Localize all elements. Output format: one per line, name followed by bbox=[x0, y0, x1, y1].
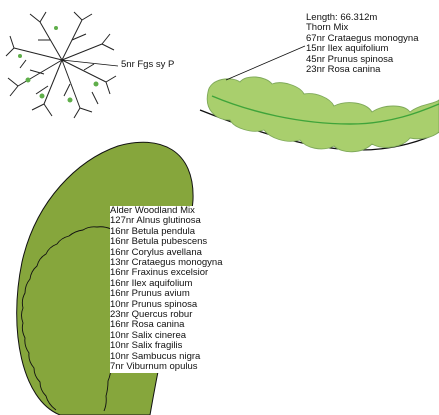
alder-woodland-label: Alder Woodland Mix 127nr Alnus glutinosa… bbox=[110, 205, 225, 373]
hedge-species-line: 23nr Rosa canina bbox=[306, 64, 381, 76]
tree-label: 5nr Fgs sy P bbox=[121, 59, 175, 70]
woodland-species-line: 10nr Prunus spinosa bbox=[110, 298, 198, 310]
woodland-species-line: 16nr Fraxinus excelsior bbox=[110, 267, 209, 279]
woodland-species-line: 127nr Alnus glutinosa bbox=[110, 215, 201, 227]
tree-symbol bbox=[5, 11, 117, 119]
woodland-species-line: 16nr Rosa canina bbox=[110, 319, 185, 331]
hedge-centerline bbox=[211, 95, 439, 125]
woodland-species-line: 10nr Salix cinerea bbox=[110, 329, 187, 341]
woodland-species-line: 16nr Corylus avellana bbox=[110, 246, 202, 258]
thorn-hedge-label: Length: 66.312m Thorn Mix 67nr Crataegus… bbox=[306, 12, 419, 76]
tree-foliage-marks bbox=[18, 26, 99, 103]
hedge-mix-name: Thorn Mix bbox=[306, 22, 349, 34]
woodland-species-line: 23nr Quercus robur bbox=[110, 309, 193, 321]
woodland-species-line: 10nr Sambucus nigra bbox=[110, 350, 201, 362]
woodland-species-line: 16nr Betula pendula bbox=[110, 225, 196, 237]
hedge-canopy bbox=[206, 76, 439, 153]
tree-label-text: 5nr Fgs sy P bbox=[121, 59, 175, 70]
woodland-species-line: 16nr Betula pubescens bbox=[110, 236, 208, 248]
woodland-species-line: 13nr Crataegus monogyna bbox=[110, 257, 223, 269]
hedge-leader-line bbox=[225, 45, 306, 81]
woodland-mix-name: Alder Woodland Mix bbox=[110, 205, 195, 216]
woodland-species-line: 16nr Prunus avium bbox=[110, 288, 190, 300]
woodland-species-line: 16nr Ilex aquifolium bbox=[110, 277, 193, 289]
hedge-species-line: 45nr Prunus spinosa bbox=[306, 53, 394, 65]
thorn-hedge bbox=[199, 45, 439, 153]
hedge-species-line: 67nr Crataegus monogyna bbox=[306, 32, 419, 44]
hedge-length: Length: 66.312m bbox=[306, 12, 378, 23]
tree-leader-line bbox=[61, 59, 119, 67]
woodland-species-line: 10nr Salix fragilis bbox=[110, 340, 183, 352]
hedge-species-line: 15nr Ilex aquifolium bbox=[306, 43, 389, 55]
woodland-species-line: 7nr Viburnum opulus bbox=[110, 361, 198, 373]
